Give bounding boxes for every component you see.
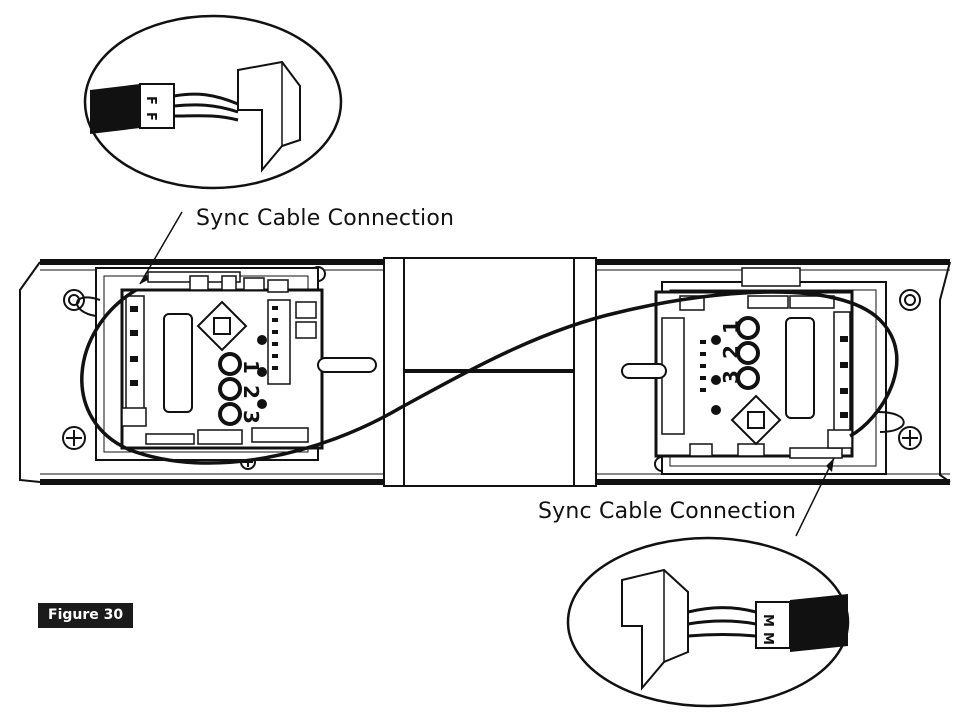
right-controller-board [654,267,887,475]
left-button-number-3: 3 [239,410,263,424]
male-mark-2: M [760,632,775,645]
figure-label: Figure 30 [38,603,134,628]
female-connector-detail [83,14,343,190]
slot-tabs [317,357,667,379]
female-mark-1: F [143,96,158,105]
female-mark-2: F [143,112,158,121]
callout-label-bottom: Sync Cable Connection [538,499,797,524]
right-button-number-2: 2 [719,345,743,359]
male-mark-1: M [760,614,775,627]
top-leader-line [139,211,183,285]
male-connector-detail [566,536,850,708]
center-joint [383,257,597,487]
left-button-number-1: 1 [239,360,263,374]
right-button-number-3: 3 [719,370,743,384]
right-button-number-1: 1 [719,320,743,334]
callout-label-top: Sync Cable Connection [196,206,455,231]
left-controller-board [95,267,324,461]
left-button-number-2: 2 [239,385,263,399]
sync-cable [80,288,899,465]
bottom-leader-line [795,457,835,537]
